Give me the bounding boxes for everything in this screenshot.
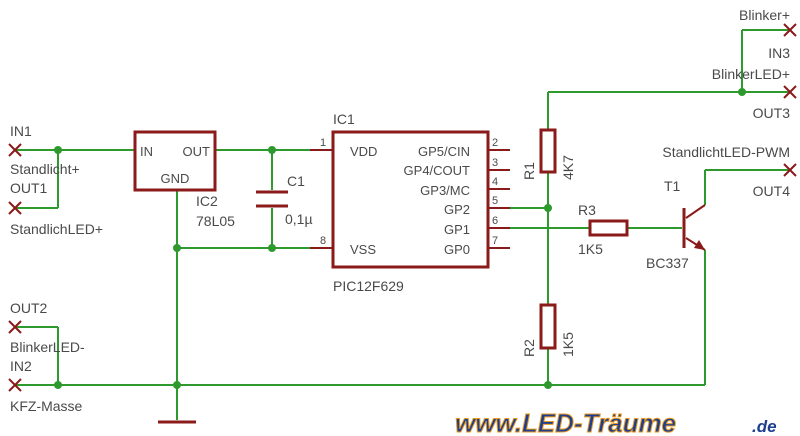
t1-value: BC337 <box>646 255 689 271</box>
brand-logo: www.LED-Träume .de <box>455 408 777 436</box>
resistor-r3: R3 1K5 <box>578 202 629 257</box>
ic1-pin-vss: VSS <box>350 242 376 257</box>
junction-dots <box>54 88 746 389</box>
r1-ref: R1 <box>521 162 537 180</box>
r2-value: 1K5 <box>560 332 576 357</box>
ic1-ref: IC1 <box>333 111 355 127</box>
label-out3: OUT3 <box>753 105 791 121</box>
label-standlichtled-plus: StandlichLED+ <box>10 221 103 237</box>
logo-text: www.LED-Träume <box>455 408 676 436</box>
ic1-pin-gp3: GP3/MC <box>420 183 470 198</box>
connector-x-in1 <box>8 143 22 157</box>
ic2-pin-gnd: GND <box>161 171 190 186</box>
junction-dot <box>54 381 62 389</box>
r3-value: 1K5 <box>578 241 603 257</box>
c1-value: 0,1µ <box>285 211 313 227</box>
ic1-pin-gp0: GP0 <box>444 242 470 257</box>
ic1-pin-number: 5 <box>492 195 498 207</box>
connector-labels: IN1 Standlicht+ OUT1 StandlichLED+ OUT2 … <box>10 7 790 414</box>
ic1-pin-vdd: VDD <box>350 144 377 159</box>
connector-x-out4 <box>783 163 797 177</box>
label-out4: OUT4 <box>753 183 791 199</box>
r2-body <box>539 303 557 350</box>
label-blinkerled-plus: BlinkerLED+ <box>712 66 790 82</box>
capacitor-c1: C1 0,1µ <box>256 173 313 227</box>
ic1-pin-number: 6 <box>492 215 498 227</box>
ic1-pin-gp4: GP4/COUT <box>404 163 471 178</box>
resistor-r1: R1 4K7 <box>521 128 576 180</box>
label-blinkerled-minus: BlinkerLED- <box>10 339 85 355</box>
connector-marks <box>8 23 797 392</box>
ic1-pin-number: 8 <box>320 235 326 247</box>
ic1-value: PIC12F629 <box>333 278 404 294</box>
ic1-pin-number: 1 <box>320 137 326 149</box>
junction-dot <box>54 146 62 154</box>
junction-dot <box>738 88 746 96</box>
ic1-pin-number: 7 <box>492 235 498 247</box>
ic1-pin-gp5: GP5/CIN <box>418 144 470 159</box>
ic2-regulator: IN OUT GND IC2 78L05 <box>133 130 235 229</box>
junction-dot <box>268 244 276 252</box>
c1-ref: C1 <box>287 173 305 189</box>
connector-x-out1 <box>8 201 22 215</box>
r1-body <box>539 128 557 174</box>
label-out2: OUT2 <box>10 300 48 316</box>
t1-emitter-arrow-icon <box>694 240 705 250</box>
label-in3: IN3 <box>768 45 790 61</box>
resistor-r2: R2 1K5 <box>521 303 576 357</box>
r1-value: 4K7 <box>560 155 576 180</box>
connector-x-out3 <box>783 85 797 99</box>
junction-dot <box>173 244 181 252</box>
label-standlicht-plus: Standlicht+ <box>10 161 80 177</box>
label-standlichtled-pwm: StandlichtLED-PWM <box>662 144 790 160</box>
ic2-pin-out: OUT <box>183 144 211 159</box>
label-in2: IN2 <box>10 358 32 374</box>
t1-ref: T1 <box>664 178 681 194</box>
ic2-body <box>133 130 217 192</box>
ic1-microcontroller: IC1 PIC12F629 VDD VSS GP5/CIN GP4/COUT G… <box>310 111 510 294</box>
label-in1: IN1 <box>10 123 32 139</box>
label-kfz-masse: KFZ-Masse <box>10 398 83 414</box>
junction-dot <box>544 204 552 212</box>
transistor-t1: T1 BC337 <box>646 178 706 271</box>
ic1-body <box>331 130 490 269</box>
wires <box>15 29 790 420</box>
ic1-pin-gp1: GP1 <box>444 222 470 237</box>
r2-ref: R2 <box>521 339 537 357</box>
ic1-pin-number: 3 <box>492 157 498 169</box>
ic1-pin-number: 2 <box>492 137 498 149</box>
junction-dot <box>268 146 276 154</box>
junction-dot <box>173 381 181 389</box>
ic2-pin-in: IN <box>140 144 153 159</box>
label-out1: OUT1 <box>10 180 48 196</box>
connector-x-in2 <box>8 378 22 392</box>
junction-dot <box>544 381 552 389</box>
ic1-pin-gp2: GP2 <box>444 202 470 217</box>
r3-ref: R3 <box>578 202 596 218</box>
ic2-value: 78L05 <box>196 213 235 229</box>
ic2-ref: IC2 <box>196 193 218 209</box>
ic1-pin-number: 4 <box>492 176 498 188</box>
connector-x-out2 <box>8 320 22 334</box>
r3-body <box>588 219 629 237</box>
logo-suffix: .de <box>752 417 777 436</box>
connector-x-in3 <box>783 23 797 37</box>
label-blinker-plus: Blinker+ <box>739 7 790 23</box>
